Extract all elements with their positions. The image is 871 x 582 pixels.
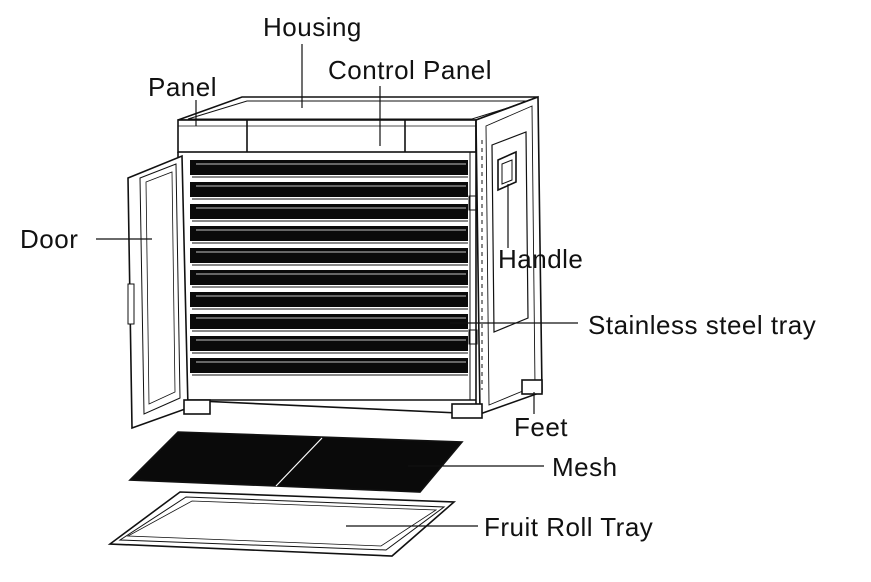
feet xyxy=(183,379,543,419)
label-fruit-roll-tray: Fruit Roll Tray xyxy=(484,512,654,542)
label-mesh: Mesh xyxy=(552,452,618,482)
tray-slot xyxy=(190,182,468,197)
mesh xyxy=(128,431,464,493)
label-housing: Housing xyxy=(263,12,362,42)
label-door: Door xyxy=(20,224,79,254)
label-stainless-steel-tray: Stainless steel tray xyxy=(588,310,817,340)
tray-slot xyxy=(190,160,468,175)
tray-slot xyxy=(190,270,468,285)
tray-slot xyxy=(190,336,468,351)
tray-slot xyxy=(190,204,468,219)
stainless-steel-trays xyxy=(190,160,468,376)
side-vents xyxy=(468,140,483,390)
tray-slot xyxy=(190,358,468,373)
tray-slot xyxy=(190,292,468,307)
handle xyxy=(497,150,517,192)
leader-lines xyxy=(96,44,578,527)
door xyxy=(127,154,189,430)
fruit-roll-tray xyxy=(107,491,457,557)
label-feet: Feet xyxy=(514,412,569,442)
label-control-panel: Control Panel xyxy=(328,55,493,85)
tray-slot xyxy=(190,314,468,329)
tray-slot xyxy=(190,248,468,263)
tray-slot xyxy=(190,226,468,241)
label-panel: Panel xyxy=(148,72,217,102)
label-handle: Handle xyxy=(498,244,584,274)
